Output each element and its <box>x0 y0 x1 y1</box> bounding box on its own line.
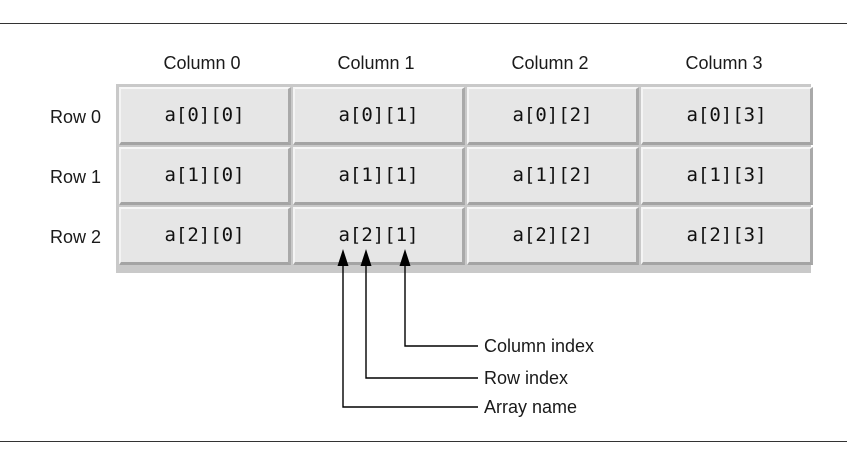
column-index-arrowhead <box>399 249 411 266</box>
cell-2-3: a[2][3] <box>641 207 813 265</box>
cell-2-0: a[2][0] <box>119 207 291 265</box>
cell-0-0: a[0][0] <box>119 87 291 145</box>
column-index-label: Column index <box>484 336 595 356</box>
row-header-2: Row 2 <box>50 227 102 247</box>
cell-1-0: a[1][0] <box>119 147 291 205</box>
row-header-0: Row 0 <box>50 107 102 127</box>
bottom-rule <box>0 441 847 442</box>
cell-1-2: a[1][2] <box>467 147 639 205</box>
column-header-2: Column 2 <box>511 53 589 73</box>
cell-2-2: a[2][2] <box>467 207 639 265</box>
column-index-leader <box>404 262 478 347</box>
array-name-leader <box>342 262 478 408</box>
column-header-1: Column 1 <box>337 53 415 73</box>
cell-1-1: a[1][1] <box>293 147 465 205</box>
row-index-leader <box>365 262 478 379</box>
cell-0-2: a[0][2] <box>467 87 639 145</box>
array-name-arrowhead <box>337 249 349 266</box>
cell-0-3: a[0][3] <box>641 87 813 145</box>
cell-1-3: a[1][3] <box>641 147 813 205</box>
cell-0-1: a[0][1] <box>293 87 465 145</box>
top-rule <box>0 23 847 24</box>
column-header-3: Column 3 <box>685 53 763 73</box>
column-header-0: Column 0 <box>163 53 241 73</box>
row-header-1: Row 1 <box>50 167 102 187</box>
row-index-label: Row index <box>484 368 569 388</box>
cell-2-1: a[2][1] <box>293 207 465 265</box>
row-index-arrowhead <box>360 249 372 266</box>
array-name-label: Array name <box>484 397 578 417</box>
